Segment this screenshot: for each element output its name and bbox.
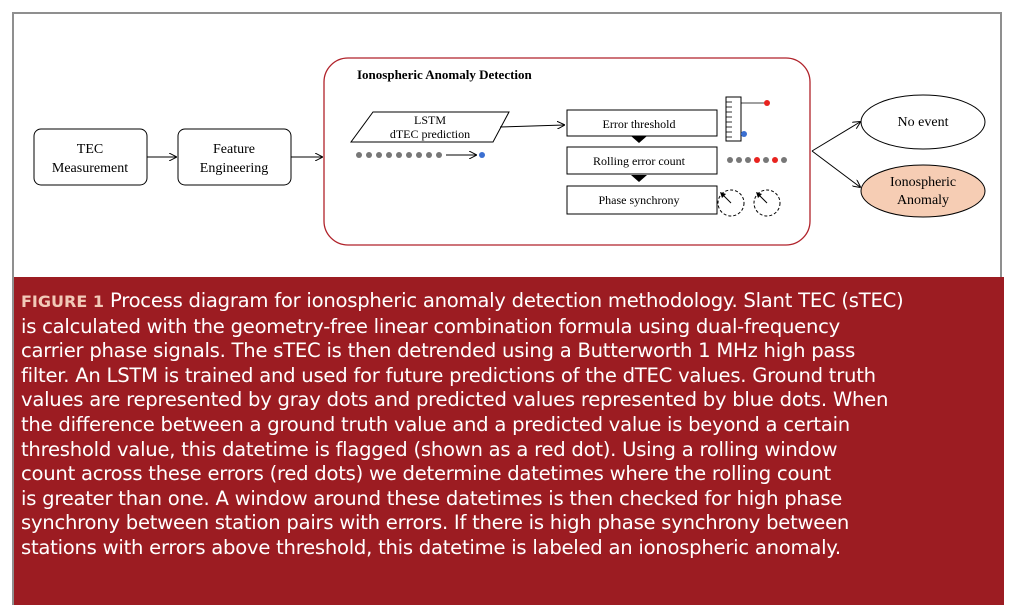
lstm-line1: LSTM xyxy=(414,113,446,127)
gray-dot xyxy=(727,157,733,163)
tec-measurement-line1: TEC xyxy=(77,142,103,157)
no-event-node: No event xyxy=(860,94,986,150)
phase-dial-icon-right xyxy=(753,189,781,217)
arrow-to-anomaly xyxy=(811,150,860,187)
threshold-ruler-icon xyxy=(725,96,770,142)
ionospheric-anomaly-node: Ionospheric Anomaly xyxy=(860,164,986,218)
gray-dot xyxy=(745,157,751,163)
error-threshold-label: Error threshold xyxy=(603,117,676,131)
figure-frame: TEC Measurement Feature Engineering Iono… xyxy=(12,12,1004,605)
arrow-to-no-event xyxy=(811,122,860,152)
detection-title: Ionospheric Anomaly Detection xyxy=(357,67,533,82)
error-threshold-box: Error threshold xyxy=(566,109,718,137)
gray-dot xyxy=(356,152,362,158)
gray-dot xyxy=(406,152,412,158)
feature-engineering-line2: Engineering xyxy=(200,161,268,176)
anomaly-line1: Ionospheric xyxy=(890,175,956,190)
gray-dot xyxy=(386,152,392,158)
phase-synchrony-label: Phase synchrony xyxy=(599,193,680,207)
figure-label: FIGURE 1 xyxy=(21,292,104,311)
red-dot xyxy=(772,157,778,163)
red-dot xyxy=(764,100,770,106)
gray-dot xyxy=(436,152,442,158)
ground-truth-dot-sequence xyxy=(356,152,485,158)
gray-dot xyxy=(426,152,432,158)
gray-dot xyxy=(416,152,422,158)
anomaly-line2: Anomaly xyxy=(897,193,949,208)
gray-dot xyxy=(366,152,372,158)
phase-synchrony-box: Phase synchrony xyxy=(566,185,718,215)
feature-engineering-line1: Feature xyxy=(213,142,255,157)
red-dot xyxy=(754,157,760,163)
down-arrow-2 xyxy=(631,175,647,182)
no-event-label: No event xyxy=(898,115,949,130)
down-arrow-1 xyxy=(631,136,647,143)
rolling-count-dot-row xyxy=(727,157,787,163)
tec-measurement-line2: Measurement xyxy=(52,161,128,176)
gray-dot xyxy=(736,157,742,163)
gray-dot xyxy=(781,157,787,163)
phase-dial-icon-left xyxy=(717,189,745,217)
caption-text: Process diagram for ionospheric anomaly … xyxy=(21,289,904,559)
blue-dot xyxy=(741,131,747,137)
tec-measurement-box: TEC Measurement xyxy=(33,128,148,186)
blue-dot xyxy=(479,152,485,158)
lstm-line2: dTEC prediction xyxy=(390,127,470,141)
gray-dot xyxy=(763,157,769,163)
process-diagram: TEC Measurement Feature Engineering Iono… xyxy=(33,57,986,246)
rolling-error-count-box: Rolling error count xyxy=(566,146,718,175)
feature-engineering-box: Feature Engineering xyxy=(177,128,292,186)
gray-dot xyxy=(396,152,402,158)
rolling-error-count-label: Rolling error count xyxy=(593,154,686,168)
gray-dot xyxy=(376,152,382,158)
lstm-prediction-box: LSTM dTEC prediction xyxy=(350,111,510,143)
arrow-lstm-to-threshold xyxy=(499,125,564,127)
